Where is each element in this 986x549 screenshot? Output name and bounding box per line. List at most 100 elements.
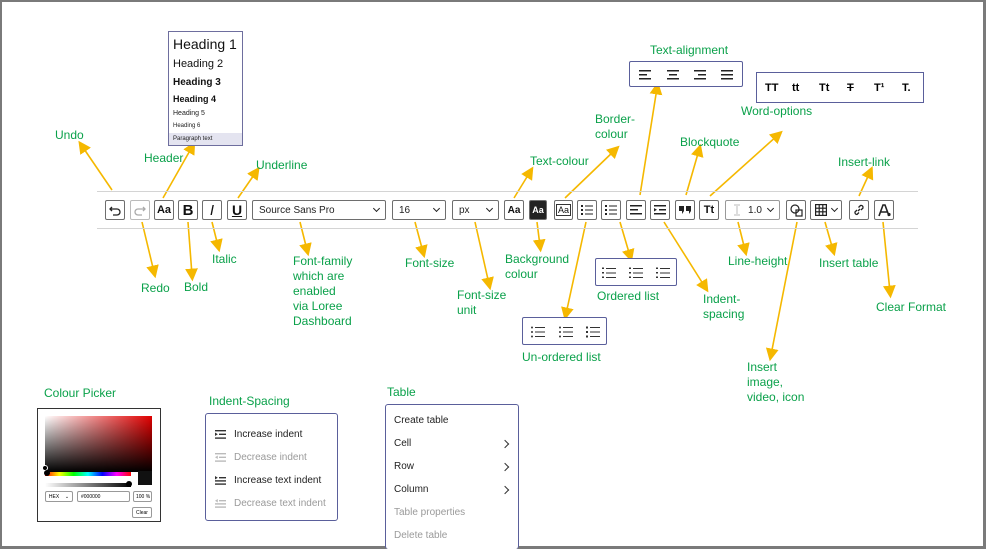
heading-4-option[interactable]: Heading 4 (173, 94, 217, 104)
indent-spacing-button[interactable] (650, 200, 670, 220)
chevron-right-icon (500, 462, 510, 472)
heading-2-option[interactable]: Heading 2 (173, 58, 224, 70)
bullet-style-3-icon[interactable] (586, 326, 600, 338)
redo-button[interactable] (130, 200, 150, 220)
clear-format-button[interactable] (874, 200, 894, 220)
header-button[interactable]: Aa (154, 200, 174, 220)
opacity-input[interactable]: 100 % (133, 491, 152, 502)
align-right-icon[interactable] (694, 70, 706, 80)
unordered-list-annotation: Un-ordered list (522, 350, 601, 364)
row-item[interactable]: Row (394, 461, 415, 472)
bullet-style-1-icon[interactable] (531, 326, 545, 338)
insert-link-button[interactable] (849, 200, 869, 220)
hue-slider[interactable] (45, 472, 131, 476)
delete-table-item[interactable]: Delete table (394, 530, 448, 541)
saturation-area[interactable] (45, 416, 152, 472)
colour-picker-panel: HEX ⌄ #000000 100 % Clear (37, 408, 161, 522)
text-alignment-menu (629, 61, 743, 87)
capitalize-option[interactable]: Tt (819, 82, 830, 94)
uppercase-option[interactable]: TT (765, 82, 779, 94)
decrease-indent-item[interactable]: Decrease indent (234, 452, 307, 463)
colour-format-value: HEX (48, 493, 60, 500)
undo-button[interactable] (105, 200, 125, 220)
ordered-list-style-1-icon[interactable] (602, 267, 616, 279)
increase-indent-item[interactable]: Increase indent (234, 429, 303, 440)
line-height-select[interactable]: 1.0 (725, 200, 780, 220)
hex-input[interactable]: #000000 (77, 491, 130, 502)
undo-annotation: Undo (55, 128, 84, 142)
numbered-list-icon (605, 205, 617, 215)
ordered-list-button[interactable] (601, 200, 621, 220)
align-left-icon[interactable] (639, 70, 651, 80)
text-colour-button[interactable]: Aa (504, 200, 524, 220)
border-colour-button[interactable]: Aa (554, 200, 573, 220)
italic-button[interactable]: I (202, 200, 222, 220)
bullet-style-2-icon[interactable] (559, 326, 573, 338)
alpha-slider[interactable] (45, 483, 131, 487)
indent-spacing-annotation: Indent- spacing (703, 292, 745, 321)
font-unit-value: px (459, 204, 470, 216)
heading-6-option[interactable]: Heading 6 (173, 123, 201, 129)
alpha-handle[interactable] (126, 481, 132, 487)
font-family-select[interactable]: Source Sans Pro (252, 200, 386, 220)
lowercase-option[interactable]: tt (792, 82, 800, 94)
colour-format-select[interactable]: HEX ⌄ (45, 491, 73, 502)
clear-format-icon (877, 203, 891, 216)
create-table-item[interactable]: Create table (394, 415, 449, 426)
insert-media-annotation: Insert image, video, icon (747, 360, 805, 404)
heading-3-option[interactable]: Heading 3 (173, 77, 221, 88)
background-colour-button[interactable]: Aa (529, 200, 547, 220)
clear-colour-button[interactable]: Clear (132, 507, 152, 518)
increase-text-indent-icon (215, 476, 226, 485)
underline-annotation: Underline (256, 158, 308, 172)
border-colour-annotation: Border- colour (595, 112, 636, 141)
decrease-text-indent-item[interactable]: Decrease text indent (234, 498, 326, 509)
font-unit-select[interactable]: px (452, 200, 499, 220)
table-section-annotation: Table (387, 385, 416, 399)
strikethrough-option[interactable]: T (847, 82, 854, 94)
cell-item[interactable]: Cell (394, 438, 412, 449)
redo-icon (134, 206, 146, 216)
chevron-down-icon (766, 204, 775, 213)
bold-button[interactable]: B (178, 200, 198, 220)
font-family-annotation: Font-family which are enabled via Loree … (293, 254, 353, 328)
toolbar-top-border (97, 191, 918, 192)
ordered-list-style-3-icon[interactable] (656, 267, 670, 279)
table-properties-item[interactable]: Table properties (394, 507, 466, 518)
insert-media-button[interactable] (786, 200, 806, 220)
ordered-list-style-2-icon[interactable] (629, 267, 643, 279)
hue-handle[interactable] (44, 470, 50, 476)
heading-menu: Heading 1 Heading 2 Heading 3 Heading 4 … (168, 31, 243, 146)
column-item[interactable]: Column (394, 484, 429, 495)
header-annotation: Header (144, 151, 184, 165)
heading-5-option[interactable]: Heading 5 (173, 110, 205, 117)
link-icon (854, 204, 864, 216)
text-alignment-annotation: Text-alignment (650, 43, 729, 57)
superscript-option[interactable]: T¹ (874, 82, 885, 94)
chevron-right-icon (500, 439, 510, 449)
align-center-icon[interactable] (667, 70, 679, 80)
blockquote-button[interactable] (675, 200, 695, 220)
underline-button[interactable]: U (227, 200, 247, 220)
decrease-text-indent-icon (215, 499, 226, 508)
line-height-value: 1.0 (748, 204, 762, 216)
paragraph-text-option[interactable]: Paragraph text (169, 133, 242, 145)
increase-text-indent-item[interactable]: Increase text indent (234, 475, 322, 486)
decrease-indent-icon (215, 453, 226, 462)
colour-preview-swatch (138, 471, 152, 485)
chevron-down-icon (485, 204, 494, 213)
chevron-down-icon: ⌄ (64, 493, 70, 500)
unordered-list-button[interactable] (577, 200, 597, 220)
heading-1-option[interactable]: Heading 1 (173, 36, 237, 52)
word-options-annotation: Word-options (741, 104, 813, 118)
bold-annotation: Bold (184, 280, 209, 294)
subscript-option[interactable]: T. (902, 82, 911, 94)
text-colour-annotation: Text-colour (530, 154, 589, 168)
word-options-button[interactable]: Tt (699, 200, 719, 220)
insert-table-button[interactable] (810, 200, 842, 220)
align-justify-icon[interactable] (721, 70, 733, 80)
clear-format-annotation: Clear Format (876, 300, 947, 314)
unordered-list-menu (522, 317, 607, 345)
text-alignment-button[interactable] (626, 200, 646, 220)
font-size-select[interactable]: 16 (392, 200, 446, 220)
